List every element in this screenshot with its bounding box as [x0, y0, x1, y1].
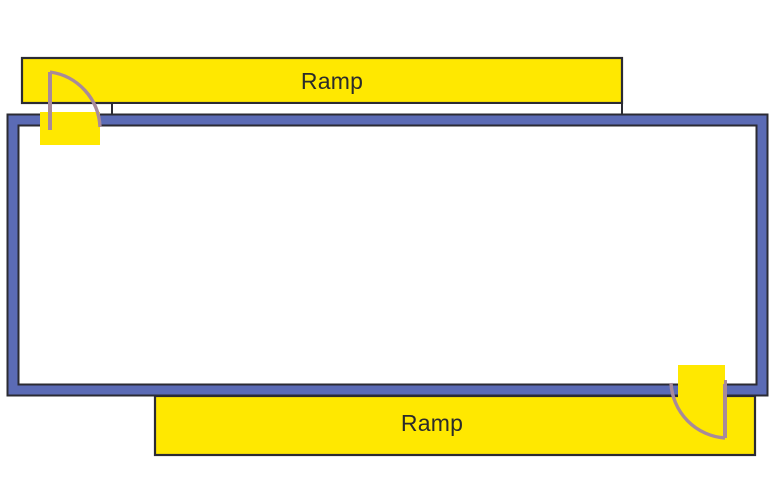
- ramp-bottom-group[interactable]: Ramp: [153, 394, 757, 457]
- ramp-bottom-label: Ramp: [401, 410, 463, 436]
- wall-inner-outline: [17, 124, 758, 386]
- door-top-left-arc: [49, 70, 102, 128]
- building-walls: [6, 113, 769, 397]
- door-top-left-notch: [52, 126, 98, 145]
- ramp-top-rect[interactable]: [20, 56, 624, 105]
- ramp-top-group[interactable]: Ramp: [20, 56, 624, 105]
- door-bottom-right-arc: [669, 382, 726, 440]
- ramp-top-label: Ramp: [301, 68, 363, 94]
- building-interior: [19, 126, 756, 384]
- wall-body: [8, 115, 767, 395]
- door-bottom-right-notch: [680, 365, 724, 384]
